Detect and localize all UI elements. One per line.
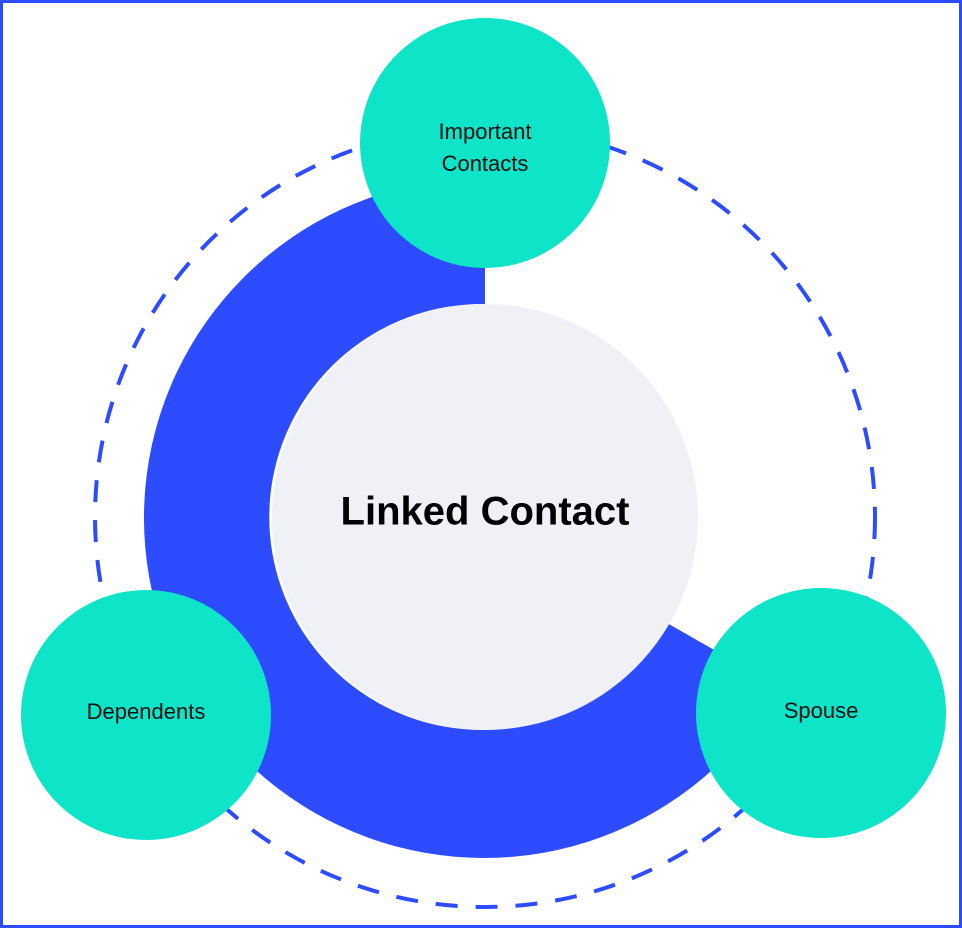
spouse-node[interactable]: Spouse [696, 588, 946, 838]
linked-contact-circle [272, 304, 698, 730]
important-contacts-label-line-1: Important [439, 119, 532, 144]
spouse-circle [696, 588, 946, 838]
spouse-label: Spouse [784, 698, 859, 723]
linked-contact-label: Linked Contact [341, 490, 630, 534]
important-contacts-node[interactable]: Important Contacts [360, 18, 610, 268]
dashed-orbit [93, 125, 877, 909]
dependents-circle [21, 590, 271, 840]
dependents-node[interactable]: Dependents [21, 590, 271, 840]
dependents-label: Dependents [87, 699, 206, 724]
contact-ring-segment [143, 177, 779, 858]
important-contacts-label-line-2: Contacts [442, 151, 529, 176]
important-contacts-circle [360, 18, 610, 268]
